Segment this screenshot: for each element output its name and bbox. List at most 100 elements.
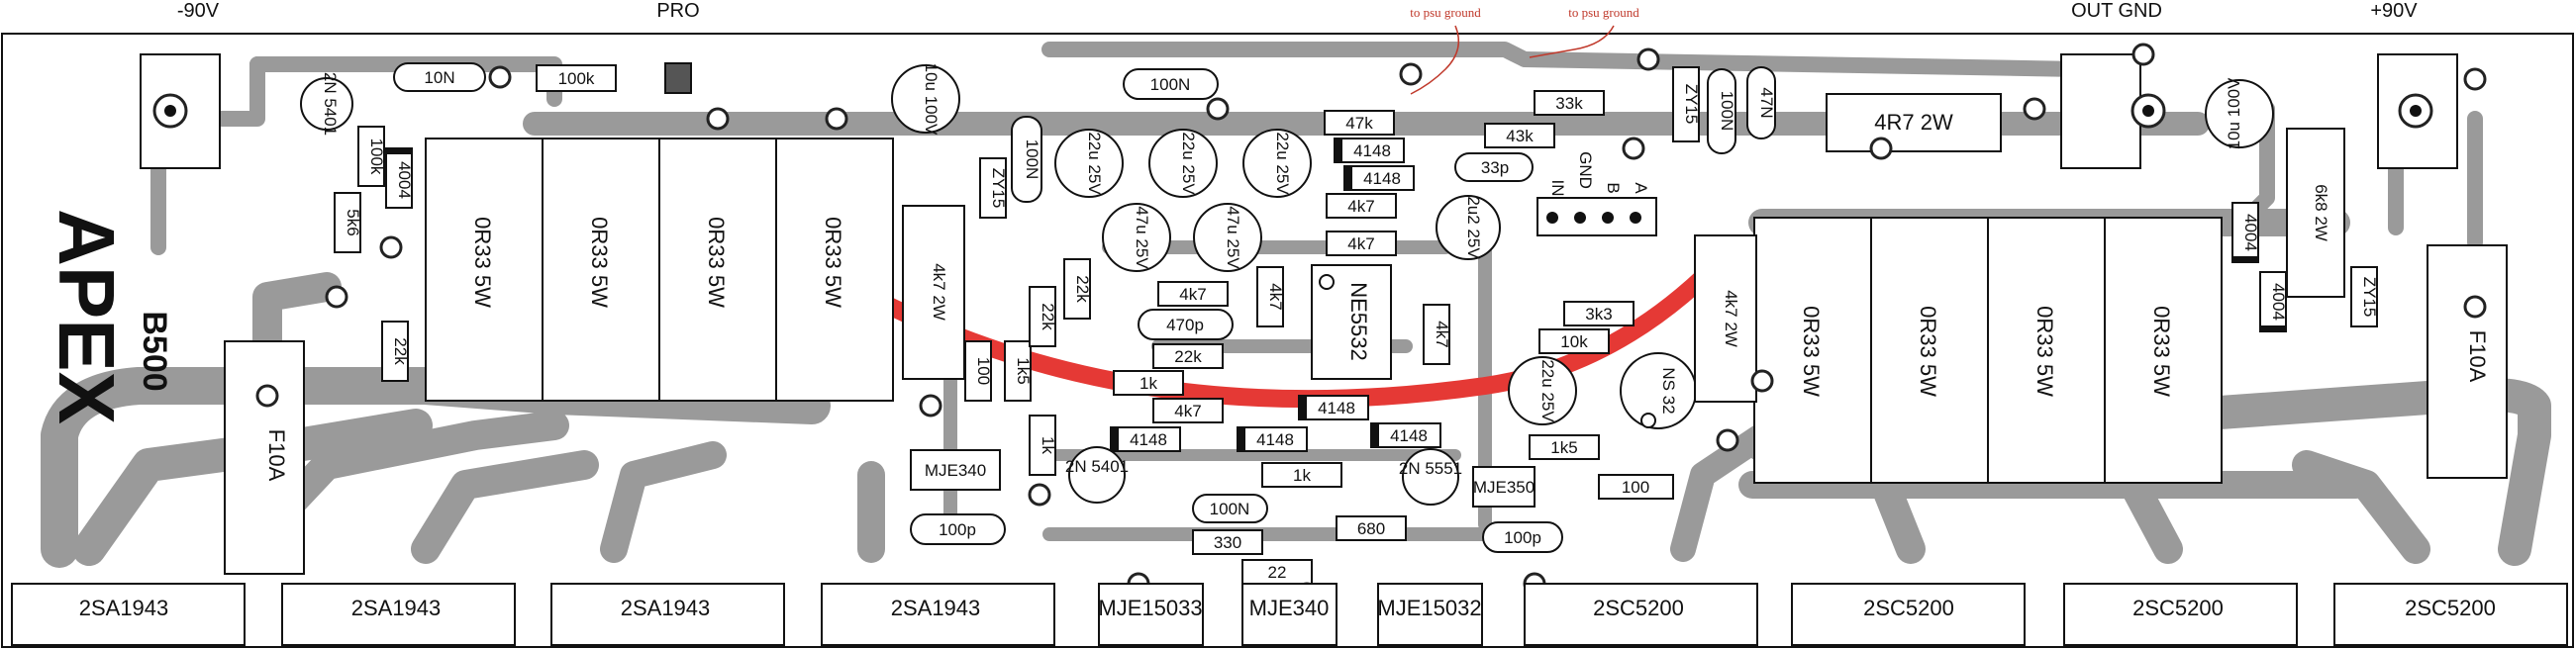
svg-text:22u 25V: 22u 25V xyxy=(1085,132,1104,195)
svg-text:100k: 100k xyxy=(367,139,386,175)
svg-text:2N 5401: 2N 5401 xyxy=(1065,457,1129,476)
svg-text:22u 25V: 22u 25V xyxy=(1273,132,1292,195)
terminal-minus90 xyxy=(140,53,221,169)
svg-text:4148: 4148 xyxy=(1390,426,1428,445)
fuse-right: F10A xyxy=(2427,244,2508,479)
svg-text:F10A: F10A xyxy=(2465,330,2490,383)
svg-text:MJE15033: MJE15033 xyxy=(1098,596,1202,620)
svg-text:10N: 10N xyxy=(424,68,454,87)
svg-text:4k7: 4k7 xyxy=(1179,285,1206,304)
svg-text:MJE340: MJE340 xyxy=(1249,596,1330,620)
note-psu-ground-1: to psu ground xyxy=(1410,5,1481,20)
svg-text:4k7: 4k7 xyxy=(1266,283,1285,310)
board-outline xyxy=(1,33,2574,648)
svg-text:330: 330 xyxy=(1214,533,1241,552)
svg-text:4004: 4004 xyxy=(2269,283,2288,321)
svg-text:4k7: 4k7 xyxy=(1347,234,1374,253)
svg-text:0R33 5W: 0R33 5W xyxy=(1799,306,1824,397)
svg-text:100: 100 xyxy=(974,357,993,385)
svg-text:2SC5200: 2SC5200 xyxy=(2132,596,2224,620)
svg-text:1k: 1k xyxy=(1293,466,1311,485)
svg-text:1k: 1k xyxy=(1039,436,1057,454)
svg-text:A: A xyxy=(1632,182,1650,194)
svg-text:100N: 100N xyxy=(1023,139,1041,180)
note-arrow-2 xyxy=(1529,25,1615,58)
svg-text:4148: 4148 xyxy=(1256,430,1294,449)
label-pro: PRO xyxy=(656,0,699,22)
svg-text:4148: 4148 xyxy=(1363,169,1401,188)
svg-text:3k3: 3k3 xyxy=(1585,305,1612,324)
svg-text:6k8 2W: 6k8 2W xyxy=(2312,184,2330,241)
small-components-left: 2N 5401 10N 100k 100k 4004 5k6 22k xyxy=(300,62,692,382)
svg-text:2SC5200: 2SC5200 xyxy=(1593,596,1684,620)
svg-text:470p: 470p xyxy=(1166,316,1204,334)
svg-text:22k: 22k xyxy=(1073,275,1092,303)
svg-text:10u 100V: 10u 100V xyxy=(2225,77,2243,149)
model-label: B500 xyxy=(136,311,173,391)
svg-text:1k5: 1k5 xyxy=(1550,438,1577,457)
svg-text:2SA1943: 2SA1943 xyxy=(79,596,169,620)
svg-text:22k: 22k xyxy=(1174,347,1202,366)
svg-text:22k: 22k xyxy=(1039,303,1057,330)
svg-text:4148: 4148 xyxy=(1130,430,1167,449)
svg-text:0R33 5W: 0R33 5W xyxy=(2032,306,2057,397)
svg-text:IN: IN xyxy=(1548,180,1567,197)
svg-text:NE5532: NE5532 xyxy=(1346,282,1371,361)
svg-text:4R7 2W: 4R7 2W xyxy=(1874,110,1953,135)
svg-text:2SC5200: 2SC5200 xyxy=(1863,596,1954,620)
svg-text:0R33 5W: 0R33 5W xyxy=(1916,306,1940,397)
svg-text:ZY15: ZY15 xyxy=(2360,277,2379,318)
svg-text:4148: 4148 xyxy=(1353,141,1391,160)
svg-text:33p: 33p xyxy=(1481,158,1509,177)
apex-logo: APEX xyxy=(43,209,131,424)
svg-text:2N 5551: 2N 5551 xyxy=(1399,459,1462,478)
svg-text:33k: 33k xyxy=(1555,94,1583,113)
emitter-resistors-left: 0R33 5W 0R33 5W 0R33 5W 0R33 5W xyxy=(425,138,894,402)
svg-text:100k: 100k xyxy=(558,69,595,88)
svg-text:MJE350: MJE350 xyxy=(1473,478,1535,497)
svg-text:4004: 4004 xyxy=(395,161,414,199)
svg-text:4k7 2W: 4k7 2W xyxy=(1722,290,1740,347)
svg-text:100p: 100p xyxy=(1504,528,1541,547)
terminal-plus90 xyxy=(2377,53,2458,169)
svg-text:0R33 5W: 0R33 5W xyxy=(2149,306,2174,397)
svg-text:22u 25V: 22u 25V xyxy=(1179,132,1198,195)
svg-text:2SA1943: 2SA1943 xyxy=(891,596,981,620)
svg-text:ZY15: ZY15 xyxy=(989,168,1008,209)
small-components-right: 33k 43k 33p 2u2 25V IN GND B A 3k3 10k 2… xyxy=(1436,66,2379,500)
svg-text:5k6: 5k6 xyxy=(344,209,362,235)
note-arrow-1 xyxy=(1410,25,1460,95)
svg-text:100p: 100p xyxy=(939,520,976,539)
svg-text:2SA1943: 2SA1943 xyxy=(351,596,442,620)
svg-text:100N: 100N xyxy=(1150,75,1191,94)
svg-text:2SC5200: 2SC5200 xyxy=(2405,596,2496,620)
svg-text:4k7: 4k7 xyxy=(1174,402,1201,420)
svg-text:10k: 10k xyxy=(1560,332,1588,351)
svg-text:100: 100 xyxy=(1622,478,1649,497)
svg-text:MJE340: MJE340 xyxy=(925,461,986,480)
note-psu-ground-2: to psu ground xyxy=(1568,5,1639,20)
svg-text:B: B xyxy=(1604,182,1623,193)
svg-text:0R33 5W: 0R33 5W xyxy=(587,217,612,308)
svg-text:F10A: F10A xyxy=(264,429,289,482)
svg-text:4k7 2W: 4k7 2W xyxy=(930,263,948,321)
svg-text:22k: 22k xyxy=(391,337,410,365)
svg-text:100N: 100N xyxy=(1210,500,1250,518)
svg-text:MJE15032: MJE15032 xyxy=(1377,596,1481,620)
terminal-out-gnd xyxy=(2060,53,2166,169)
svg-text:ZY15: ZY15 xyxy=(1682,84,1701,125)
svg-text:680: 680 xyxy=(1357,519,1385,538)
svg-text:4k7: 4k7 xyxy=(1347,197,1374,216)
svg-text:4k7: 4k7 xyxy=(1433,321,1451,347)
svg-text:22u 25V: 22u 25V xyxy=(1538,359,1557,422)
svg-text:2u2 25V: 2u2 25V xyxy=(1464,196,1483,259)
svg-text:47u 25V: 47u 25V xyxy=(1133,206,1151,269)
svg-text:47N: 47N xyxy=(1757,87,1776,118)
svg-text:4004: 4004 xyxy=(2241,214,2260,251)
svg-text:0R33 5W: 0R33 5W xyxy=(821,217,845,308)
svg-text:43k: 43k xyxy=(1506,127,1534,145)
label-plus90: +90V xyxy=(2370,0,2418,22)
svg-text:10u 100V: 10u 100V xyxy=(922,63,941,136)
svg-text:1k: 1k xyxy=(1139,374,1157,393)
svg-text:0R33 5W: 0R33 5W xyxy=(470,217,495,308)
